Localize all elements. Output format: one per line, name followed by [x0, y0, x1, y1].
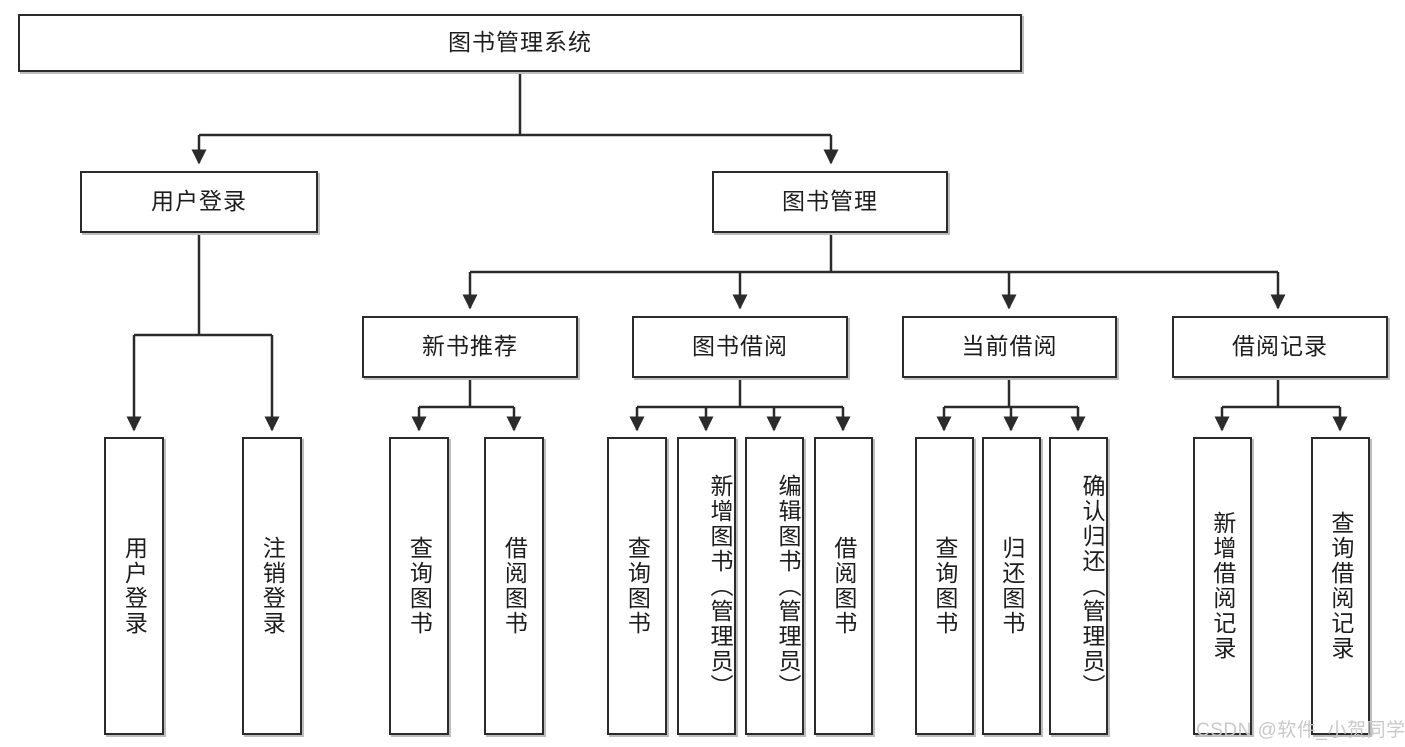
- node-label: 查询借阅记录: [1327, 511, 1354, 661]
- leaf-record-query-record[interactable]: 查询借阅记录: [1311, 437, 1370, 735]
- leaf-user-login-signout[interactable]: 注销登录: [242, 437, 302, 735]
- node-label: 查询图书: [406, 536, 433, 636]
- node-label: 借阅记录: [1232, 333, 1328, 360]
- watermark-text: CSDN @软件_小贺同学: [1196, 720, 1405, 741]
- node-book-management[interactable]: 图书管理: [712, 171, 948, 233]
- node-user-login[interactable]: 用户登录: [80, 171, 318, 233]
- node-current-borrow[interactable]: 当前借阅: [902, 316, 1117, 378]
- node-label: 图书管理系统: [448, 29, 592, 56]
- node-label: 注销登录: [259, 536, 286, 636]
- node-root-system[interactable]: 图书管理系统: [18, 14, 1022, 72]
- node-label: 图书管理: [782, 188, 878, 215]
- node-label: 查询图书: [931, 536, 958, 636]
- node-book-borrow[interactable]: 图书借阅: [632, 316, 848, 378]
- node-new-book-recommend[interactable]: 新书推荐: [362, 316, 578, 378]
- leaf-recommend-query-book[interactable]: 查询图书: [389, 437, 449, 735]
- node-label: 用户登录: [121, 536, 148, 636]
- node-label: 查询图书: [624, 536, 651, 636]
- leaf-borrow-edit-book-admin[interactable]: 编辑图书（管理员）: [745, 437, 804, 735]
- leaf-borrow-add-book-admin[interactable]: 新增图书（管理员）: [677, 437, 736, 735]
- leaf-current-confirm-return-admin[interactable]: 确认归还（管理员）: [1049, 437, 1108, 735]
- node-label: 当前借阅: [961, 333, 1058, 360]
- node-label: 归还图书: [998, 536, 1025, 636]
- node-label: 新增图书（管理员）: [707, 473, 733, 699]
- node-borrow-record[interactable]: 借阅记录: [1172, 316, 1388, 378]
- leaf-user-login-signin[interactable]: 用户登录: [104, 437, 164, 735]
- node-label: 新书推荐: [422, 333, 518, 360]
- leaf-recommend-borrow-book[interactable]: 借阅图书: [484, 437, 544, 735]
- node-label: 借阅图书: [830, 536, 857, 636]
- leaf-current-query-book[interactable]: 查询图书: [915, 437, 974, 735]
- leaf-borrow-query-book[interactable]: 查询图书: [607, 437, 667, 735]
- node-label: 编辑图书（管理员）: [775, 473, 801, 699]
- leaf-current-return-book[interactable]: 归还图书: [982, 437, 1041, 735]
- node-label: 用户登录: [151, 188, 247, 215]
- node-label: 图书借阅: [692, 333, 788, 360]
- node-label: 确认归还（管理员）: [1079, 473, 1105, 699]
- node-label: 新增借阅记录: [1209, 511, 1236, 661]
- leaf-borrow-borrow-book[interactable]: 借阅图书: [814, 437, 873, 735]
- leaf-record-add-record[interactable]: 新增借阅记录: [1193, 437, 1252, 735]
- node-label: 借阅图书: [501, 536, 528, 636]
